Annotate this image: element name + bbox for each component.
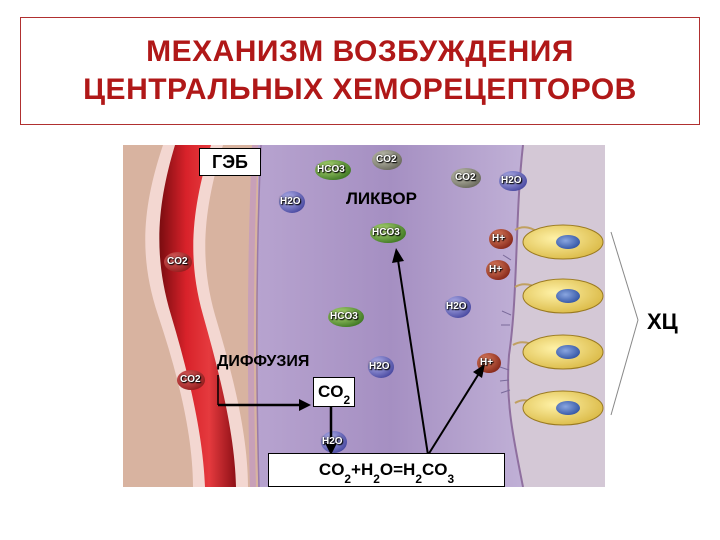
reaction-co: CO — [318, 460, 345, 479]
co2-box-main: CO — [317, 382, 344, 401]
co2-molecule: CO2 — [180, 374, 201, 385]
molecule-ball — [445, 296, 471, 318]
h2o-molecule: H2O — [501, 175, 522, 186]
molecule-ball — [315, 160, 351, 180]
diffusion-arrow — [217, 375, 311, 411]
title-box: МЕХАНИЗМ ВОЗБУЖДЕНИЯ ЦЕНТРАЛЬНЫХ ХЕМОРЕЦ… — [20, 17, 700, 125]
h2o-molecule: H2O — [322, 436, 343, 447]
arrow-to-hco3 — [392, 248, 429, 456]
reaction-sub-3: 2 — [415, 472, 422, 486]
molecule-ball — [328, 307, 364, 327]
likvor-label: ЛИКВОР — [346, 189, 417, 208]
co2-molecule: CO2 — [376, 154, 397, 165]
diffusion-label: ДИФФУЗИЯ — [217, 353, 310, 370]
molecule-ball — [370, 223, 406, 243]
co2-box: CO2 — [313, 377, 355, 407]
co2-molecule: CO2 — [167, 256, 188, 267]
down-arrow — [325, 407, 337, 455]
arrow-to-hplus — [427, 364, 485, 456]
hplus-molecule: H+ — [480, 357, 494, 368]
hplus-molecule: H+ — [489, 264, 503, 275]
diagram-illustration: ГЭБ ЛИКВОР ДИФФУЗИЯ CO2 CO2+H2O=H2CO3 HC… — [123, 145, 605, 487]
reaction-co3: CO — [421, 460, 448, 479]
molecule-ball — [279, 191, 305, 213]
chemoreceptor-cells — [499, 224, 604, 426]
molecule-ball — [372, 150, 402, 170]
molecule-ball — [368, 356, 394, 378]
reaction-box: CO2+H2O=H2CO3 — [268, 453, 505, 487]
reaction-sub-4: 3 — [447, 472, 455, 486]
h2o-molecule: H2O — [369, 361, 390, 372]
hco3-molecule: HCO3 — [330, 311, 358, 322]
hplus-molecule: H+ — [492, 233, 506, 244]
molecule-ball — [451, 168, 481, 188]
co2-box-sub: 2 — [343, 393, 351, 407]
co2-molecule: CO2 — [455, 172, 476, 183]
reaction-sub-1: 2 — [344, 472, 352, 486]
diagram-background — [123, 145, 605, 487]
molecule-ball — [486, 260, 510, 280]
hco3-molecule: HCO3 — [317, 164, 345, 175]
title-line-1: МЕХАНИЗМ ВОЗБУЖДЕНИЯ — [146, 35, 574, 68]
reaction-plus-h: +H — [351, 460, 374, 479]
h2o-molecule: H2O — [446, 301, 467, 312]
reaction-sub-2: 2 — [373, 472, 380, 486]
molecule-ball — [499, 171, 527, 191]
molecule-ball — [177, 370, 205, 390]
title-line-2: ЦЕНТРАЛЬНЫХ ХЕМОРЕЦЕПТОРОВ — [83, 73, 637, 106]
h2o-molecule: H2O — [280, 196, 301, 207]
molecule-ball — [489, 229, 513, 249]
hco3-molecule: HCO3 — [372, 227, 400, 238]
receptor-label: ХЦ — [647, 309, 678, 334]
reaction-o-eq-h: O=H — [379, 460, 416, 479]
molecule-ball — [164, 252, 192, 272]
geb-label: ГЭБ — [199, 148, 261, 176]
